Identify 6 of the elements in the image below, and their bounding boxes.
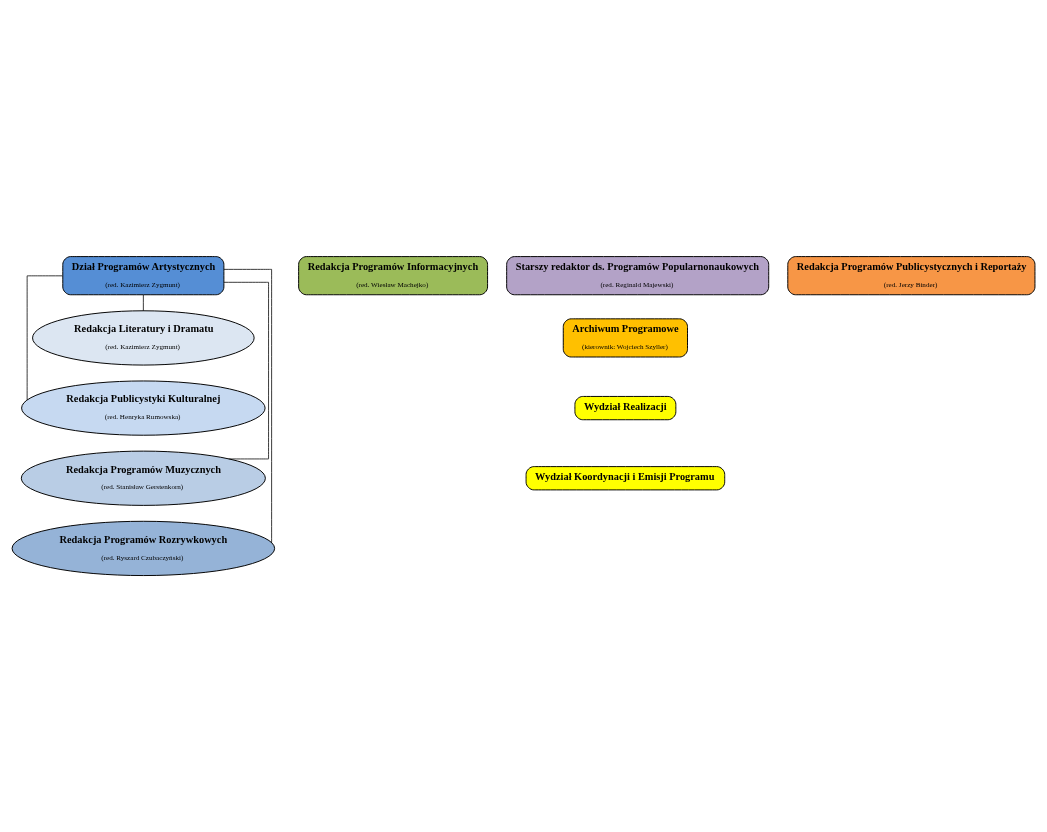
node-box: Wydział Realizacji [574,395,677,421]
connector [223,281,269,460]
connector [26,275,64,401]
connector [142,294,144,312]
node-box: Wydział Koordynacji i Emisji Programu [525,466,726,491]
connector [223,269,272,543]
